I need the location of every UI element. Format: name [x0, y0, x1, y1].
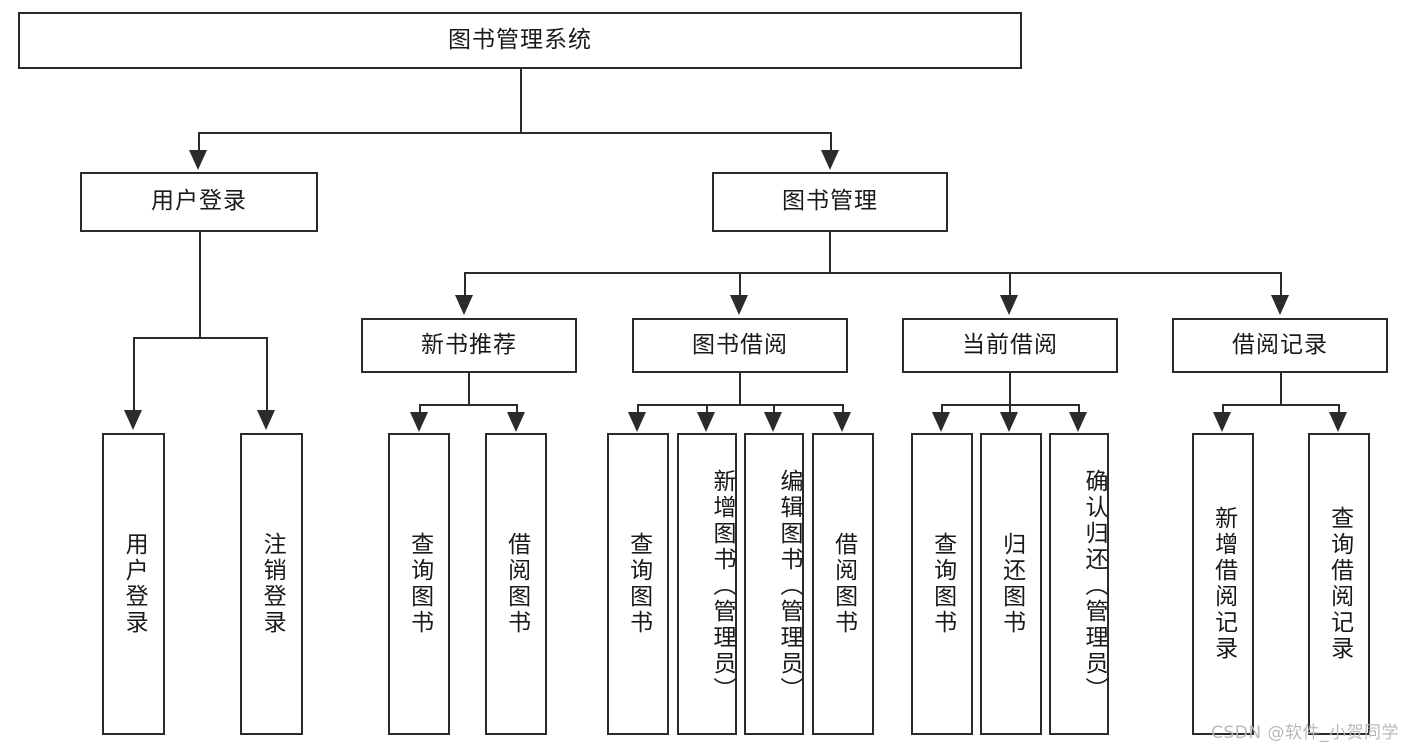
node-new-book-recommend[interactable]: 新书推荐 [361, 318, 577, 373]
leaf-return-book[interactable]: 归还图书 [980, 433, 1042, 735]
connector-user-login-stem [199, 232, 201, 337]
connector-new-book-bus [419, 404, 516, 406]
connector-current-borrow-drop-2 [1009, 404, 1011, 414]
leaf-borrow-book-1[interactable]: 借阅图书 [485, 433, 547, 735]
connector-level2-drop-book-management [830, 132, 832, 152]
leaf-query-book-2[interactable]: 查询图书 [607, 433, 669, 735]
arrowhead-leaf-edit-book [764, 412, 782, 432]
connector-book-management-stem [829, 232, 831, 272]
arrowhead-leaf-confirm-return [1069, 412, 1087, 432]
leaf-query-book-1[interactable]: 查询图书 [388, 433, 450, 735]
connector-new-book-drop-1 [419, 404, 421, 414]
leaf-user-login[interactable]: 用户登录 [102, 433, 165, 735]
arrowhead-leaf-borrow-book-2 [833, 412, 851, 432]
arrowhead-borrow-record [1271, 295, 1289, 315]
connector-level2-bus [198, 132, 830, 134]
arrowhead-book-management [821, 150, 839, 170]
connector-book-borrow-drop-1 [637, 404, 639, 414]
arrowhead-leaf-query-book-1 [410, 412, 428, 432]
arrowhead-leaf-query-record [1329, 412, 1347, 432]
connector-book-borrow-drop-2 [706, 404, 708, 414]
connector-user-login-drop-1 [133, 337, 135, 412]
node-current-borrow[interactable]: 当前借阅 [902, 318, 1118, 373]
connector-level3-drop-new-book [464, 272, 466, 297]
connector-level2-drop-user-login [198, 132, 200, 152]
connector-book-borrow-stem [739, 373, 741, 404]
node-root-book-management-system[interactable]: 图书管理系统 [18, 12, 1022, 69]
csdn-watermark: CSDN @软件_小贺同学 [1211, 723, 1399, 743]
connector-level3-drop-current-borrow [1009, 272, 1011, 297]
connector-current-borrow-drop-1 [941, 404, 943, 414]
arrowhead-leaf-user-login [124, 410, 142, 430]
arrowhead-leaf-return-book [1000, 412, 1018, 432]
connector-borrow-record-stem [1280, 373, 1282, 404]
arrowhead-book-borrow [730, 295, 748, 315]
connector-level3-bus [464, 272, 1280, 274]
connector-user-login-bus [133, 337, 266, 339]
node-user-login[interactable]: 用户登录 [80, 172, 318, 232]
connector-new-book-drop-2 [516, 404, 518, 414]
connector-book-borrow-bus [637, 404, 842, 406]
arrowhead-leaf-borrow-book-1 [507, 412, 525, 432]
connector-borrow-record-bus [1222, 404, 1338, 406]
arrowhead-leaf-add-record [1213, 412, 1231, 432]
leaf-add-record[interactable]: 新增借阅记录 [1192, 433, 1254, 735]
node-borrow-record[interactable]: 借阅记录 [1172, 318, 1388, 373]
leaf-query-record[interactable]: 查询借阅记录 [1308, 433, 1370, 735]
connector-level3-drop-book-borrow [739, 272, 741, 297]
connector-book-borrow-drop-4 [842, 404, 844, 414]
connector-current-borrow-drop-3 [1078, 404, 1080, 414]
arrowhead-leaf-add-book [697, 412, 715, 432]
leaf-add-book[interactable]: 新增图书（管理员） [677, 433, 737, 735]
arrowhead-leaf-query-book-3 [932, 412, 950, 432]
connector-borrow-record-drop-1 [1222, 404, 1224, 414]
leaf-query-book-3[interactable]: 查询图书 [911, 433, 973, 735]
connector-level3-drop-borrow-record [1280, 272, 1282, 297]
arrowhead-user-login [189, 150, 207, 170]
node-book-borrow[interactable]: 图书借阅 [632, 318, 848, 373]
arrowhead-new-book-recommend [455, 295, 473, 315]
node-book-management[interactable]: 图书管理 [712, 172, 948, 232]
arrowhead-leaf-query-book-2 [628, 412, 646, 432]
connector-borrow-record-drop-2 [1338, 404, 1340, 414]
connector-new-book-stem [468, 373, 470, 404]
leaf-logout-login[interactable]: 注销登录 [240, 433, 303, 735]
leaf-borrow-book-2[interactable]: 借阅图书 [812, 433, 874, 735]
arrowhead-current-borrow [1000, 295, 1018, 315]
connector-root-stem [520, 69, 522, 132]
arrowhead-leaf-logout-login [257, 410, 275, 430]
leaf-edit-book[interactable]: 编辑图书（管理员） [744, 433, 804, 735]
connector-book-borrow-drop-3 [773, 404, 775, 414]
connector-current-borrow-stem [1009, 373, 1011, 404]
connector-user-login-drop-2 [266, 337, 268, 412]
leaf-confirm-return[interactable]: 确认归还（管理员） [1049, 433, 1109, 735]
